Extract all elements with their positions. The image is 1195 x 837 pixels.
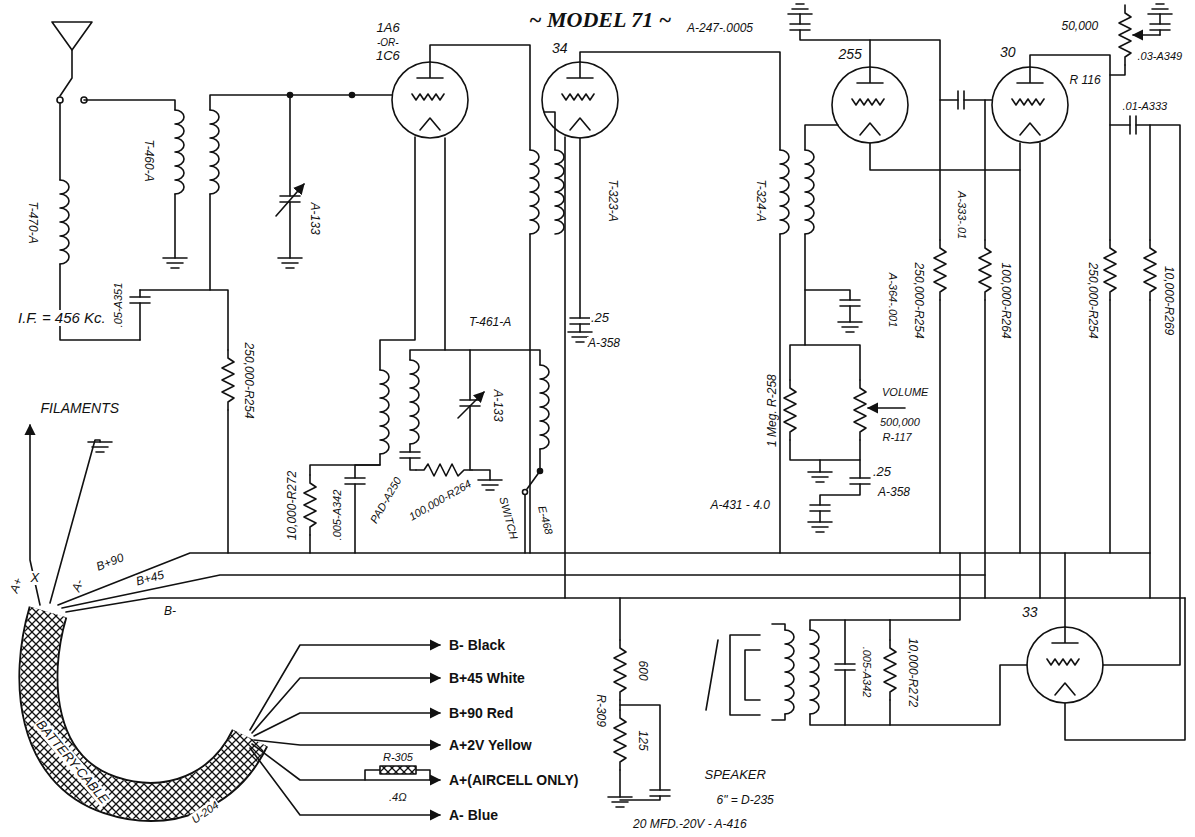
tube-label: -OR-	[376, 37, 400, 48]
mark-label: X	[30, 571, 41, 585]
diagram-title: ~ MODEL 71 ~	[527, 8, 673, 32]
part-label: 250,000-R254	[911, 261, 924, 339]
part-label: 10,000-R269	[1162, 264, 1175, 335]
tube-label: 34	[551, 41, 569, 56]
part-label: 125	[635, 729, 648, 751]
signal-label: B-	[163, 605, 177, 618]
part-label: .03-A349	[1137, 50, 1184, 62]
part-label: 100,000-R264	[998, 261, 1011, 339]
tube-label: 30	[999, 45, 1017, 60]
part-label: 100,000-R264	[406, 477, 474, 523]
tube-label: 255	[838, 47, 863, 62]
tube-label: 1A6	[376, 21, 401, 35]
part-label: 250,000-R254	[1085, 261, 1098, 339]
signal-label: B+90	[94, 550, 127, 574]
part-label: 20 MFD.-20V - A-416	[632, 818, 748, 831]
part-label: 10,000-R272	[906, 636, 919, 707]
part-label: E-468	[535, 503, 555, 536]
part-label: A-358	[587, 337, 621, 350]
part-label: .25	[872, 465, 892, 479]
lead-label: A+2V Yellow	[448, 738, 533, 753]
part-label: R-117	[882, 431, 913, 443]
tube-label: 1C6	[375, 49, 401, 63]
signal-label: A+	[7, 575, 25, 595]
lead-label: A- Blue	[448, 808, 499, 823]
control-label: VOLUME	[881, 386, 929, 398]
part-label: 1 Meg. R-258	[765, 373, 778, 448]
part-label: 6" = D-235	[716, 794, 775, 807]
part-label: U-204	[188, 798, 221, 826]
part-label: R 116	[1069, 74, 1102, 87]
part-label: .25	[590, 311, 610, 325]
part-label: .05-A351	[112, 282, 124, 329]
part-label: T-324-A	[754, 178, 767, 222]
part-label: T-461-A	[468, 316, 512, 329]
part-label: A-133	[490, 388, 503, 422]
part-label: A-247-.0005	[686, 22, 754, 35]
lead-label: B+90 Red	[448, 706, 514, 721]
tube-label: 33	[1021, 605, 1039, 620]
part-label: 250,000-R254	[241, 341, 254, 419]
part-label: SWITCH	[496, 495, 519, 542]
part-label: .005-A342	[331, 489, 343, 542]
part-label: T-470-A	[26, 200, 39, 244]
part-label: .005-A342	[861, 646, 873, 699]
part-label: 600	[635, 659, 648, 681]
part-label: PAD-A250	[367, 474, 404, 526]
part-label: T-460-A	[142, 138, 155, 182]
signal-label: B+45	[134, 568, 167, 589]
part-label: SPEAKER	[704, 768, 767, 782]
cable-label: BATTERY-CABLE	[32, 717, 111, 808]
part-label: A-133	[307, 201, 320, 235]
part-label: A-431 - 4.0	[710, 499, 771, 512]
signal-label: A-	[69, 576, 86, 594]
part-label: T-323-A	[606, 178, 619, 222]
part-label: A-358	[877, 486, 911, 499]
part-label: 50,000	[1061, 20, 1100, 33]
part-label: .01-A333	[1122, 100, 1169, 112]
part-label: A-364-.001	[887, 272, 899, 328]
note-label: I.F. = 456 Kc.	[17, 310, 107, 327]
signal-label: FILAMENTS	[40, 401, 121, 416]
part-label: R-309	[593, 693, 606, 728]
lead-label: B- Black	[448, 638, 506, 653]
lead-label: A+(AIRCELL ONLY)	[448, 773, 580, 788]
part-label: R-305	[382, 751, 414, 763]
part-label: .4Ω	[388, 791, 408, 803]
part-label: A-333-.01	[956, 190, 968, 240]
lead-label: B+45 White	[448, 671, 526, 686]
battery-cable	[38, 612, 250, 802]
wiring	[30, 4, 1185, 815]
part-label: 500,000	[879, 416, 921, 428]
part-label: 10,000-R272	[286, 469, 299, 540]
